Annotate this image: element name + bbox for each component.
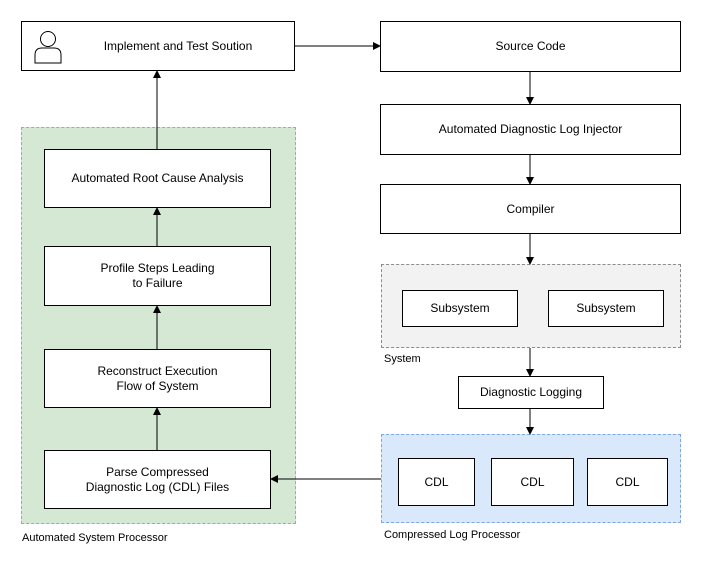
reconstruct-node: Reconstruct Execution Flow of System bbox=[44, 349, 271, 408]
root-cause-node: Automated Root Cause Analysis bbox=[44, 149, 271, 208]
source-code-node: Source Code bbox=[380, 21, 681, 72]
parse-cdl-node: Parse Compressed Diagnostic Log (CDL) Fi… bbox=[44, 450, 271, 509]
log-injector-node: Automated Diagnostic Log Injector bbox=[380, 104, 681, 155]
system-label: System bbox=[384, 353, 421, 365]
cdl-node-1: CDL bbox=[398, 458, 475, 506]
profile-steps-node: Profile Steps Leading to Failure bbox=[44, 246, 271, 306]
user-icon bbox=[34, 31, 62, 64]
subsystem-node-1: Subsystem bbox=[402, 290, 518, 327]
automated-system-processor-label: Automated System Processor bbox=[22, 532, 168, 544]
cdl-node-2: CDL bbox=[491, 458, 574, 506]
compressed-log-processor-label: Compressed Log Processor bbox=[384, 529, 521, 541]
implement-test-label: Implement and Test Soution bbox=[103, 38, 253, 53]
subsystem-node-2: Subsystem bbox=[548, 290, 664, 327]
diagnostic-logging-node: Diagnostic Logging bbox=[458, 376, 604, 409]
implement-test-node: Implement and Test Soution bbox=[21, 21, 295, 71]
compiler-node: Compiler bbox=[380, 184, 681, 234]
cdl-node-3: CDL bbox=[587, 458, 668, 506]
